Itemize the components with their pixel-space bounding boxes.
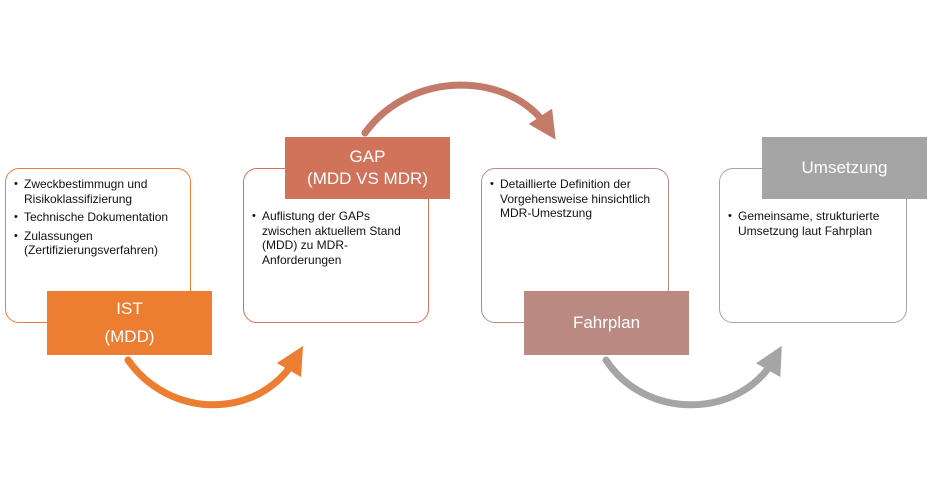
- umsetzung-bullet-list: Gemeinsame, strukturierte Umsetzung laut…: [726, 209, 900, 238]
- arrow-gap-to-fahrplan: [361, 81, 556, 140]
- fahrplan-bullet: Detaillierte Definition der Vorgehenswei…: [488, 177, 662, 221]
- gap-label-line: (MDD VS MDR): [307, 169, 428, 188]
- ist-label: IST (MDD): [47, 291, 212, 355]
- ist-label-line: IST: [116, 299, 143, 318]
- fahrplan-bullet-list: Detaillierte Definition der Vorgehenswei…: [488, 177, 662, 221]
- fahrplan-label-line: Fahrplan: [572, 313, 641, 332]
- ist-bullet: Zulassungen (Zertifizierungsverfahren): [12, 229, 184, 258]
- arrow-ist-to-gap: [124, 345, 304, 409]
- ist-label-line: (MDD): [104, 327, 155, 346]
- ist-bullet: Technische Dokumentation: [12, 210, 184, 225]
- gap-bullet: Auflistung der GAPs zwischen aktuellem S…: [250, 209, 422, 267]
- fahrplan-label: Fahrplan: [524, 291, 689, 355]
- ist-card: Zweckbestimmugn und Risikoklassifizierun…: [5, 168, 191, 323]
- umsetzung-bullet: Gemeinsame, strukturierte Umsetzung laut…: [726, 209, 900, 238]
- ist-bullet: Zweckbestimmugn und Risikoklassifizierun…: [12, 177, 184, 206]
- gap-label-line: GAP: [349, 147, 386, 166]
- arrow-fahrplan-to-umsetzung: [602, 345, 782, 409]
- ist-bullet-list: Zweckbestimmugn und Risikoklassifizierun…: [12, 177, 184, 258]
- gap-label: GAP (MDD VS MDR): [285, 137, 450, 199]
- umsetzung-label: Umsetzung: [762, 137, 927, 199]
- umsetzung-label-line: Umsetzung: [801, 158, 888, 177]
- gap-bullet-list: Auflistung der GAPs zwischen aktuellem S…: [250, 209, 422, 267]
